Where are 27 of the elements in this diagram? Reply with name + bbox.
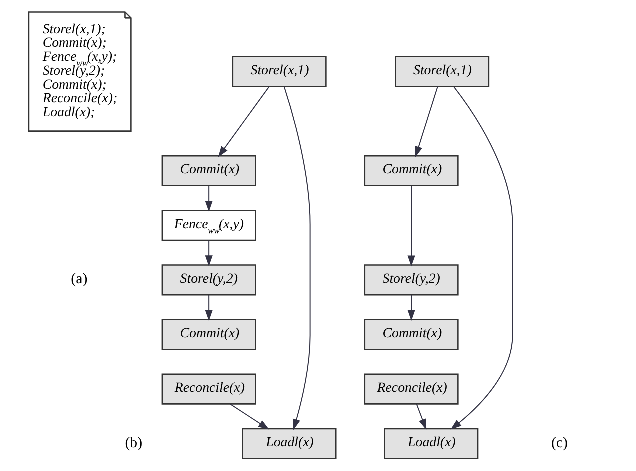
arrow xyxy=(450,86,514,430)
arrow xyxy=(284,86,311,430)
arrow xyxy=(205,186,213,212)
label: (c) xyxy=(551,435,568,452)
node-box: Loadl(x) xyxy=(242,428,337,460)
node-box: Commit(x) xyxy=(364,319,459,350)
arrow xyxy=(218,86,270,158)
node-box: Storel(x,1) xyxy=(232,56,327,88)
node-box: Commit(x) xyxy=(162,319,256,350)
arrow xyxy=(408,294,416,322)
label: (a) xyxy=(71,272,88,288)
node-box: Commit(x) xyxy=(364,155,459,187)
arrow xyxy=(415,86,438,158)
node-box: Storel(y,2) xyxy=(162,264,256,296)
node-box: Storel(x,1) xyxy=(395,56,490,88)
label: (b) xyxy=(125,435,143,452)
node-box: Reconcile(x) xyxy=(364,374,459,405)
arrow xyxy=(205,240,213,267)
arrow xyxy=(230,404,270,430)
arrow xyxy=(205,294,213,322)
node-box: Storel(y,2) xyxy=(364,264,459,296)
arrow xyxy=(408,186,416,267)
node-box: Reconcile(x) xyxy=(162,374,256,405)
node-box: Commit(x) xyxy=(162,155,256,187)
node-box: Fence$_{ww}$(x,y) xyxy=(162,210,256,242)
node-box: Loadl(x) xyxy=(384,428,479,460)
arrow xyxy=(416,404,427,430)
